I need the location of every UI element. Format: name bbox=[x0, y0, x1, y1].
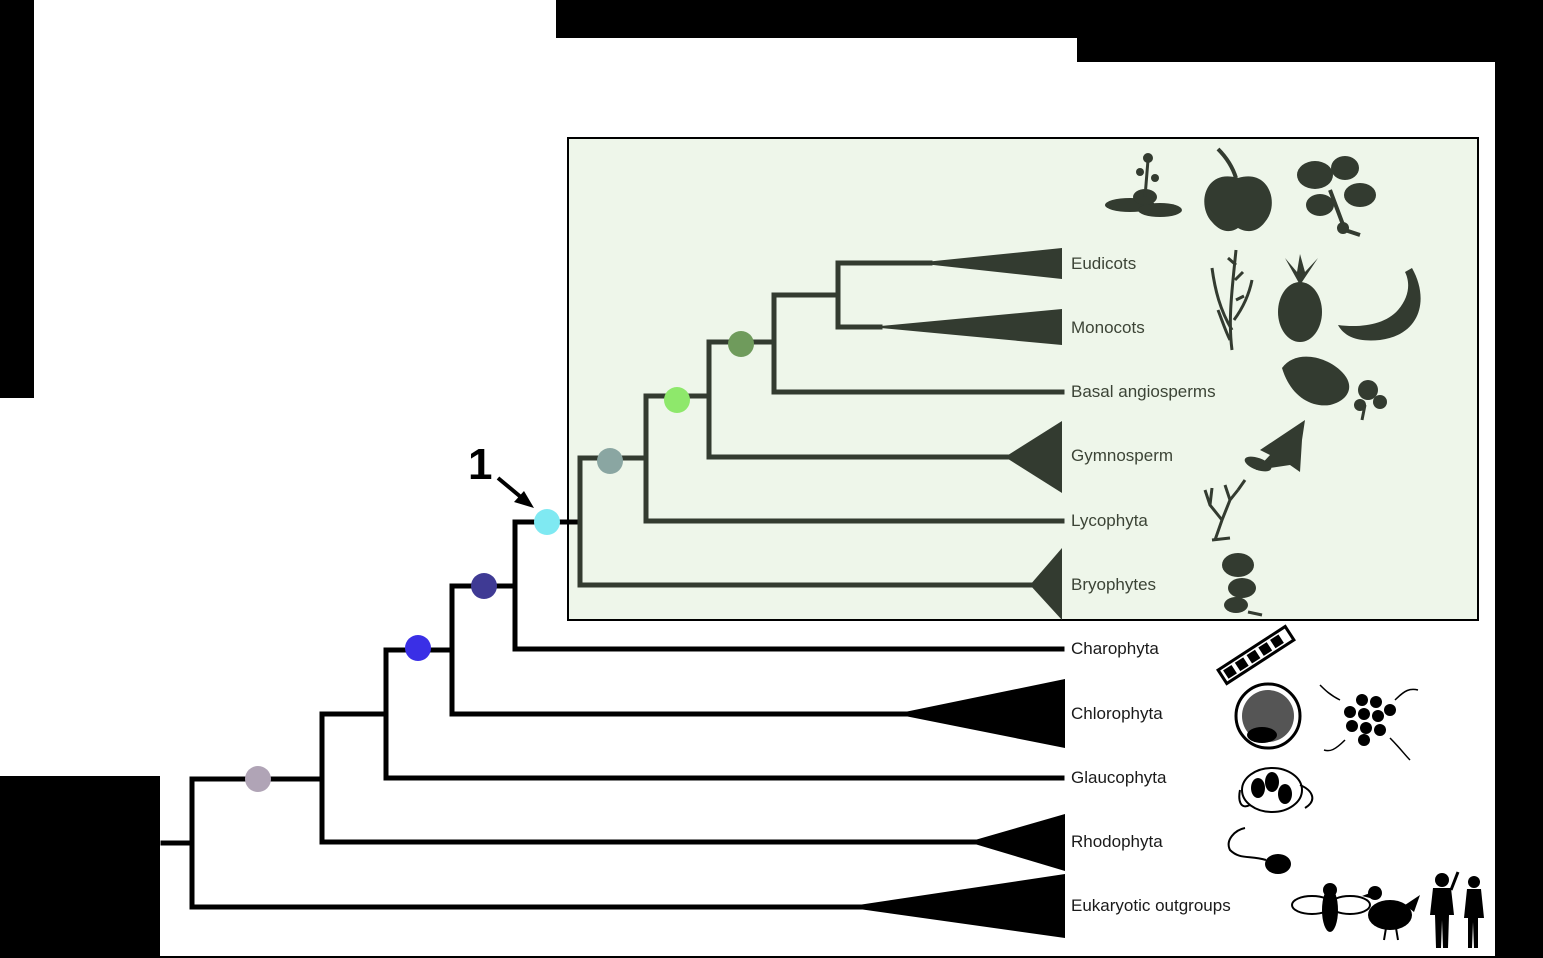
node-markers bbox=[245, 331, 754, 792]
node-marker-label: 1 bbox=[468, 440, 493, 489]
clade-triangle-outgroups bbox=[845, 874, 1065, 938]
taxon-label-eukaryotic-outgroups: Eukaryotic outgroups bbox=[1071, 896, 1231, 915]
clade-triangle-bryophytes bbox=[1030, 548, 1062, 620]
taxon-label-lycophyta: Lycophyta bbox=[1071, 511, 1148, 530]
clade-triangle-gymnosperm bbox=[1005, 421, 1062, 493]
node-streptophyta bbox=[471, 573, 497, 599]
taxon-label-basal-angiosperms: Basal angiosperms bbox=[1071, 382, 1216, 401]
glaucophyte-cell-icon bbox=[1238, 767, 1314, 813]
arabidopsis-icon bbox=[1105, 153, 1182, 217]
strawberry-icon bbox=[1297, 156, 1376, 237]
node-archaeplastida bbox=[245, 766, 271, 792]
chicken-icon bbox=[1362, 886, 1420, 941]
taxon-label-chlorophyta: Chlorophyta bbox=[1071, 704, 1163, 723]
node-spermatophyta bbox=[664, 387, 690, 413]
pineapple-icon bbox=[1278, 254, 1322, 342]
clade-triangle-monocots bbox=[870, 309, 1062, 345]
conifer-icon bbox=[1244, 420, 1305, 472]
taxon-label-rhodophyta: Rhodophyta bbox=[1071, 832, 1163, 851]
water-lily-icon bbox=[1282, 356, 1387, 421]
human-icon bbox=[1430, 871, 1484, 948]
red-alga-cell-icon bbox=[1227, 827, 1291, 874]
fly-icon bbox=[1291, 883, 1371, 932]
node-viridiplantae bbox=[405, 635, 431, 661]
apple-icon bbox=[1204, 147, 1272, 232]
taxon-label-monocots: Monocots bbox=[1071, 318, 1145, 337]
marker-arrow bbox=[496, 476, 534, 508]
background-panel bbox=[34, 0, 556, 398]
clade-triangle-chlorophyta bbox=[895, 679, 1065, 748]
volvox-icon bbox=[1234, 682, 1302, 750]
grass-icon bbox=[1210, 249, 1254, 351]
lycophyte-icon bbox=[1203, 479, 1247, 542]
clade-triangle-eudicots bbox=[915, 248, 1062, 279]
collapsed-clades bbox=[845, 248, 1065, 938]
taxon-label-charophyta: Charophyta bbox=[1071, 639, 1159, 658]
taxon-label-bryophytes: Bryophytes bbox=[1071, 575, 1157, 594]
taxon-label-glaucophyta: Glaucophyta bbox=[1071, 768, 1167, 787]
taxon-label-gymnosperm: Gymnosperm bbox=[1071, 446, 1174, 465]
clade-triangle-rhodophyta bbox=[968, 814, 1065, 871]
filament-alga-icon bbox=[1216, 624, 1296, 686]
node-angiosperms bbox=[728, 331, 754, 357]
banana-icon bbox=[1338, 268, 1421, 341]
moss-icon bbox=[1222, 553, 1263, 617]
colony-alga-icon bbox=[1319, 684, 1419, 761]
node-tracheophyta bbox=[597, 448, 623, 474]
taxon-label-eudicots: Eudicots bbox=[1071, 254, 1137, 273]
node-embryophyta bbox=[534, 509, 560, 535]
